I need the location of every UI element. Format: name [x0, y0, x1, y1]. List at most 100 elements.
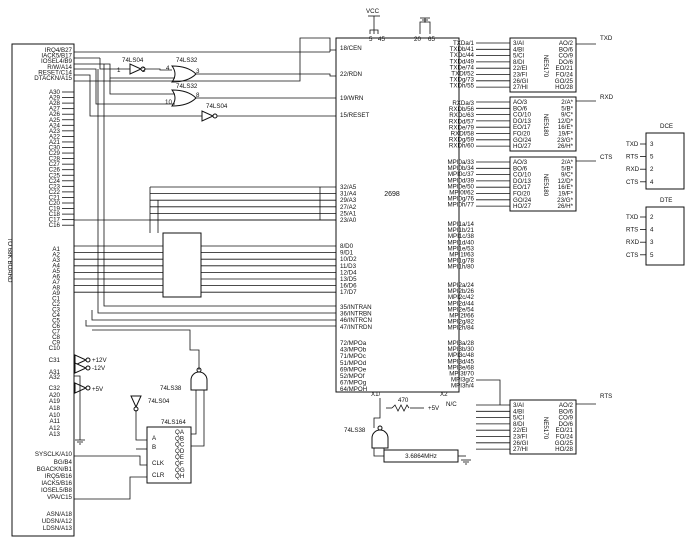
duart-pin-label: MPI3d/45 — [448, 358, 475, 365]
connector-pin-label: A27 — [49, 106, 61, 113]
power-indicator — [74, 382, 91, 394]
shift-register-part-label: 74LS164 — [161, 419, 186, 426]
connector-pin-label: A7 — [52, 279, 60, 286]
power-indicator-body — [74, 382, 88, 394]
connector-pin-label: IOSEL5/B8 — [41, 487, 73, 494]
driver-pin-label: 26/GI — [513, 78, 528, 85]
connector-pin-label: A25 — [49, 117, 61, 124]
driver-pin-label: 5/CI — [513, 415, 525, 422]
nand-74ls38-a — [190, 367, 208, 391]
driver-pin-label: 23/FI — [513, 72, 527, 79]
duart-pin-label: 46/INTRCN — [340, 317, 372, 324]
sr-pin: CLK — [152, 460, 165, 467]
driver-pin-label: 23/G* — [557, 197, 573, 204]
duart-pin-label: MPI2a/24 — [448, 282, 475, 289]
nand-74ls38-b-body — [371, 429, 389, 449]
connector-pin-label: C17 — [49, 217, 61, 224]
driver-pin-label: 2/A* — [561, 159, 573, 166]
connector-pin-label: C9 — [52, 340, 60, 347]
ground-bus — [74, 375, 81, 440]
inverter-74ls04-b — [201, 110, 218, 122]
duart-pin-label: 35/INTRAN — [340, 304, 372, 311]
duart-pin-label: MPI0h/77 — [448, 202, 475, 209]
connector-68k-board — [11, 43, 75, 537]
sr-pin: A — [152, 435, 157, 442]
duart-pin-label: 71/MPOc — [340, 353, 366, 360]
driver-pin-label: HO/28 — [555, 446, 573, 453]
duart-pin-label: 22/RDN — [340, 71, 362, 78]
duart-2698-chip — [335, 37, 460, 393]
sr-pin: QC — [175, 442, 185, 449]
vcc-pin: 45 — [378, 36, 385, 43]
connector-pin-label: C5 — [52, 318, 60, 325]
driver-pin-label: GO/24 — [513, 197, 532, 204]
connector-pin-label: A1 — [52, 246, 60, 253]
gate-pin: 4 — [166, 65, 170, 72]
duart-pin-label: 47/INTRDN — [340, 324, 372, 331]
duart-pin-label: 67/MPOg — [340, 380, 367, 387]
dte-signal-label: RXD — [626, 239, 640, 246]
dte-pin-number: 2 — [650, 214, 654, 221]
driver-signal-label: RTS — [600, 393, 612, 400]
gate-pin: 10 — [165, 99, 172, 106]
duart-pin-label: 13/D5 — [340, 276, 357, 283]
driver-pin-label: 22/EI — [513, 65, 528, 72]
driver-pin-label: 23/FI — [513, 434, 527, 441]
inverter-74ls04-b-bubble — [212, 113, 218, 119]
duart-x2-label: X2 — [440, 391, 448, 398]
vcc-split — [369, 29, 379, 34]
gnd-pin: 20 — [414, 36, 421, 43]
power-indicator-body — [74, 354, 88, 366]
driver-pin-label: 26/GI — [513, 440, 528, 447]
duart-pin-label: MPI2b/26 — [448, 288, 475, 295]
dte-title: DTE — [660, 197, 672, 204]
connector-pin-label: A3 — [52, 257, 60, 264]
duart-pin-label: MPI0b/34 — [448, 165, 475, 172]
dte-connector — [645, 206, 685, 266]
duart-pin-label: TXDa/1 — [453, 40, 475, 47]
connector-pin-label: A8 — [52, 285, 60, 292]
connector-pin-label: DTACKN/A15 — [34, 75, 72, 82]
duart-pin-label: MPI3c/48 — [448, 352, 475, 359]
connector-pin-label: C23 — [49, 183, 61, 190]
duart-pin-label: MPI0f/62 — [449, 190, 474, 197]
power-indicator-body — [74, 362, 88, 374]
driver-pin-label: 26/H* — [558, 143, 574, 150]
duart-pin-label: 16/D6 — [340, 283, 357, 290]
connector-pin-label: C19 — [49, 206, 61, 213]
duart-pin-label: RXDb/56 — [449, 106, 475, 113]
driver-pin-label: EO/17 — [513, 184, 531, 191]
driver-pin-label: 2/A* — [561, 99, 573, 106]
wire-qc — [191, 390, 205, 447]
duart-pin-label: MPI1b/21 — [448, 227, 475, 234]
duart-pin-label: MPI2g/82 — [448, 319, 475, 326]
sr-pin: QB — [175, 435, 184, 442]
duart-pin-label: MPI3e/68 — [448, 364, 475, 371]
connector-pin-label: A10 — [49, 412, 61, 419]
wire-x1 — [373, 398, 381, 428]
connector-pin-label: LDSN/A13 — [43, 525, 73, 532]
duart-pin-label: MPI0c/37 — [448, 171, 475, 178]
duart-pin-label: 29/A3 — [340, 197, 357, 204]
duart-pin-label: 23/A0 — [340, 217, 357, 224]
duart-pin-label: MPI0g/76 — [448, 196, 475, 203]
duart-pin-label: 36/INTRBN — [340, 311, 372, 318]
duart-pin-label: 12/D4 — [340, 269, 357, 276]
shift-register-74ls164 — [146, 426, 192, 484]
power-indicator — [74, 362, 91, 374]
connector-pin-label: A5 — [52, 268, 60, 275]
duart-pin-label: MPI1f/63 — [449, 252, 474, 259]
wire-sr-a — [135, 410, 147, 441]
connector-pin-label: A28 — [49, 100, 61, 107]
line-driver-ne5180-1 — [509, 96, 577, 152]
connector-pin-label: UDSN/A12 — [42, 518, 73, 525]
duart-pin-label: MPI2d/44 — [448, 300, 475, 307]
connector-pin-label: A4 — [52, 263, 60, 270]
driver-pin-label: 19/F* — [558, 131, 573, 138]
driver-pin-label: CO/10 — [513, 112, 531, 119]
driver-pin-label: BO/6 — [559, 46, 574, 53]
dte-signal-label: RTS — [626, 227, 638, 234]
dce-pin-number: 2 — [650, 166, 654, 173]
gate-part-label: 74LS04 — [148, 398, 170, 405]
dce-pin-number: 3 — [650, 141, 654, 148]
